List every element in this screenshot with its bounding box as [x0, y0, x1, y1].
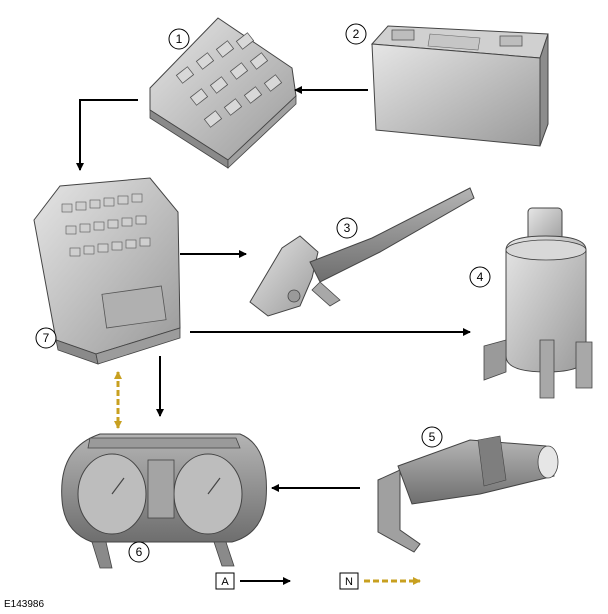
- callout-6: 6: [128, 541, 150, 563]
- body-control-module-illustration: [33, 177, 181, 365]
- callout-1-label: 1: [176, 32, 183, 46]
- wiper-arm-illustration: [249, 187, 475, 317]
- legend: A N: [215, 572, 421, 590]
- legend-key-n: N: [339, 572, 359, 590]
- callout-2: 2: [345, 23, 367, 45]
- legend-a-label: A: [221, 576, 229, 588]
- legend-key-a: A: [215, 572, 235, 590]
- callout-5-label: 5: [429, 430, 436, 444]
- battery-illustration: [370, 25, 549, 147]
- washer-pump-illustration: [483, 207, 593, 399]
- callout-2-label: 2: [353, 27, 360, 41]
- callout-7-label: 7: [43, 331, 50, 345]
- callout-1: 1: [168, 28, 190, 50]
- callout-6-label: 6: [136, 545, 143, 559]
- callout-3-label: 3: [344, 221, 351, 235]
- reference-code: E143986: [4, 599, 44, 610]
- connection-arrows: [76, 86, 471, 492]
- wiper-switch-illustration: [377, 435, 559, 553]
- callout-5: 5: [421, 426, 443, 448]
- callout-4: 4: [469, 266, 491, 288]
- instrument-cluster-illustration: [61, 433, 267, 569]
- arrow-fusebox-to-module: [76, 99, 138, 171]
- fuse-box-illustration: [149, 17, 297, 169]
- callout-4-label: 4: [477, 270, 484, 284]
- callout-3: 3: [336, 217, 358, 239]
- callout-7: 7: [35, 327, 57, 349]
- legend-n-label: N: [345, 576, 353, 588]
